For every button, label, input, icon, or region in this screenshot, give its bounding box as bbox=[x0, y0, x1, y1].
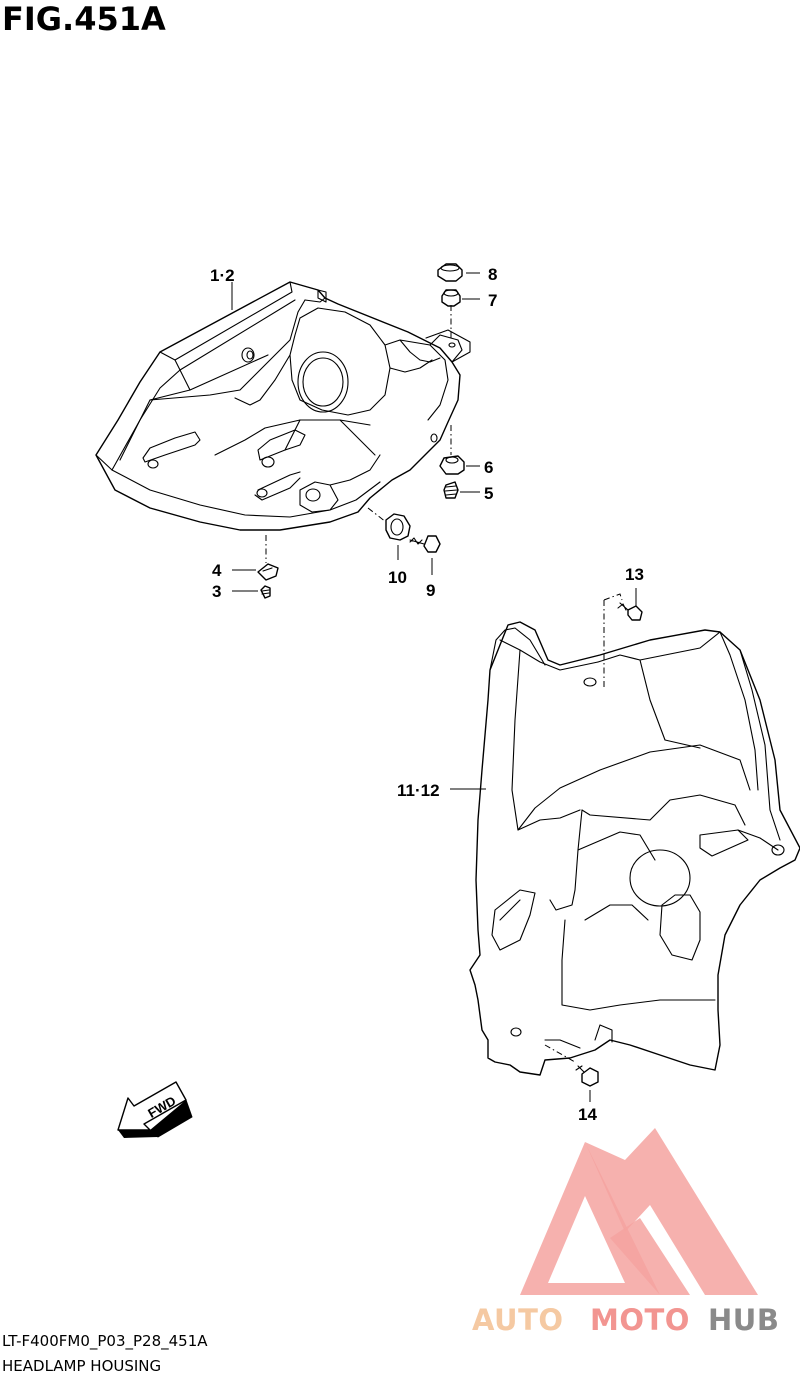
forward-arrow-icon: FWD bbox=[117, 1081, 193, 1138]
grommet-part-10 bbox=[385, 513, 411, 541]
callout-13: 13 bbox=[625, 565, 644, 584]
nut-part-4 bbox=[257, 563, 279, 581]
callout-10: 10 bbox=[388, 568, 407, 587]
callout-9: 9 bbox=[426, 581, 435, 600]
leader-lines bbox=[231, 272, 637, 1102]
callout-7: 7 bbox=[488, 291, 497, 310]
callout-14: 14 bbox=[578, 1105, 597, 1124]
collar-part-7 bbox=[441, 289, 461, 307]
figure-code: LT-F400FM0_P03_P28_451A bbox=[2, 1332, 208, 1350]
callout-4: 4 bbox=[212, 561, 222, 580]
callout-labels: 1·2 3 4 5 6 7 8 9 10 11·12 13 14 bbox=[210, 265, 644, 1124]
watermark-word-moto: MOTO bbox=[590, 1303, 690, 1337]
callout-1-2: 1·2 bbox=[210, 266, 235, 285]
screw-part-13 bbox=[617, 602, 643, 621]
callout-11-12: 11·12 bbox=[397, 781, 440, 800]
callout-5: 5 bbox=[484, 484, 493, 503]
nut-part-6 bbox=[439, 455, 465, 475]
watermark-text: AUTO MOTO HUB bbox=[472, 1303, 779, 1337]
screw-part-9 bbox=[409, 535, 441, 553]
watermark-logo bbox=[520, 1128, 758, 1295]
callout-6: 6 bbox=[484, 458, 493, 477]
watermark-word-auto: AUTO bbox=[472, 1303, 564, 1337]
watermark-word-hub: HUB bbox=[708, 1303, 779, 1337]
bolt-part-5 bbox=[443, 481, 459, 499]
headlamp-housing-lower bbox=[469, 621, 800, 1076]
grommet-part-8 bbox=[437, 263, 463, 282]
screw-part-14 bbox=[575, 1065, 599, 1087]
headlamp-housing-upper bbox=[95, 281, 471, 531]
screw-part-3 bbox=[260, 585, 271, 599]
callout-8: 8 bbox=[488, 265, 497, 284]
figure-name: HEADLAMP HOUSING bbox=[2, 1357, 162, 1375]
figure-title: FIG.451A bbox=[2, 0, 166, 38]
callout-3: 3 bbox=[212, 582, 221, 601]
